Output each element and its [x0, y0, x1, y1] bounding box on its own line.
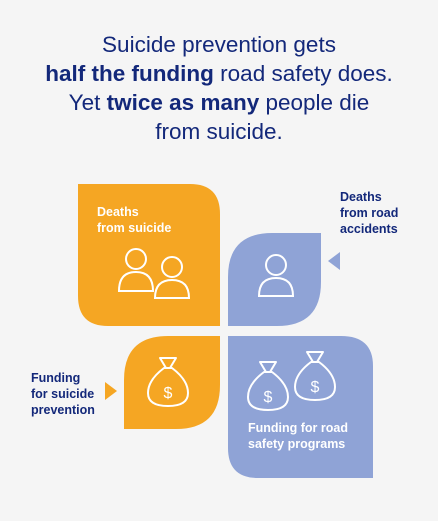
- headline-line-3-pre: Yet: [68, 90, 107, 115]
- tile-deaths-suicide: [78, 184, 220, 326]
- dollar-sign-1: $: [164, 385, 173, 402]
- headline-line-3: Yet twice as many people die: [0, 88, 438, 117]
- label-deaths-suicide: Deaths from suicide: [97, 205, 172, 235]
- headline: Suicide prevention gets half the funding…: [0, 30, 438, 146]
- headline-line-2-rest: road safety does.: [213, 61, 393, 86]
- person-icon: [257, 254, 295, 297]
- pointer-deaths-road: [328, 252, 340, 270]
- two-money-bags-icon: [247, 351, 336, 411]
- headline-line-3-rest: people die: [259, 90, 370, 115]
- two-person-icon: [117, 248, 191, 299]
- headline-line-1: Suicide prevention gets: [102, 32, 336, 57]
- dollar-sign-2: $: [264, 389, 273, 406]
- tile-deaths-road: [228, 233, 321, 326]
- headline-highlight-twice: twice as many: [106, 90, 260, 115]
- dollar-sign-3: $: [311, 379, 320, 396]
- headline-line-2: half the funding road safety does.: [0, 59, 438, 88]
- headline-highlight-half: half the funding: [45, 61, 214, 86]
- tile-funding-suicide: [124, 336, 220, 429]
- pointer-funding-suicide: [105, 382, 117, 400]
- label-deaths-road: Deaths from road accidents: [340, 190, 399, 236]
- label-funding-road: Funding for road safety programs: [248, 421, 348, 451]
- money-bag-icon: [147, 357, 189, 407]
- label-funding-suicide: Funding for suicide prevention: [31, 371, 95, 417]
- headline-line-4: from suicide.: [155, 119, 283, 144]
- tile-funding-road: [228, 336, 373, 478]
